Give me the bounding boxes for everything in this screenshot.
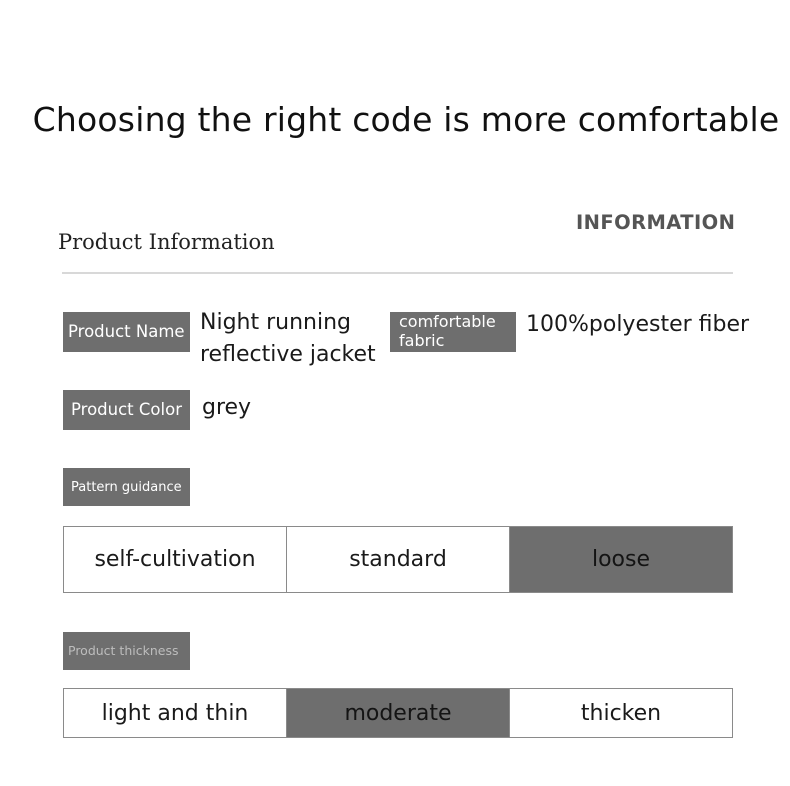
pattern-guidance-options: self-cultivation standard loose (63, 526, 733, 593)
fabric-value: 100%polyester fiber (526, 312, 750, 337)
thickness-option-moderate[interactable]: moderate (286, 689, 509, 737)
thickness-option-thicken[interactable]: thicken (509, 689, 732, 737)
pattern-option-standard[interactable]: standard (286, 527, 509, 592)
product-color-value: grey (202, 395, 252, 420)
thickness-option-light-and-thin[interactable]: light and thin (101, 700, 249, 726)
headline: Choosing the right code is more comforta… (32, 100, 780, 139)
product-thickness-tag: Product thickness (63, 632, 190, 670)
section-title: Product Information (58, 230, 275, 254)
product-name-tag: Product Name (63, 312, 190, 352)
information-heading: INFORMATION (576, 211, 736, 234)
pattern-option-self-cultivation[interactable]: self-cultivation (94, 547, 256, 572)
product-thickness-options: light and thin moderate thicken (63, 688, 733, 738)
fabric-tag: comfortable fabric (390, 312, 516, 352)
pattern-guidance-tag: Pattern guidance (63, 468, 190, 506)
divider (62, 272, 733, 274)
product-name-value: Night running reflective jacket (200, 310, 376, 367)
product-color-tag: Product Color (63, 390, 190, 430)
pattern-option-loose[interactable]: loose (509, 527, 732, 592)
